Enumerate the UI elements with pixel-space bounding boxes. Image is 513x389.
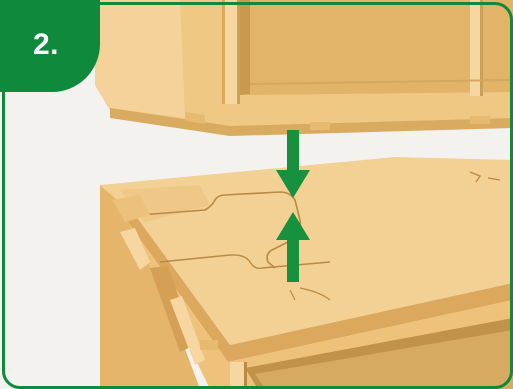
lower-module	[100, 157, 513, 389]
upper-module	[95, 0, 513, 136]
step-badge: 2.	[0, 0, 100, 92]
step-number: 2.	[33, 28, 59, 62]
